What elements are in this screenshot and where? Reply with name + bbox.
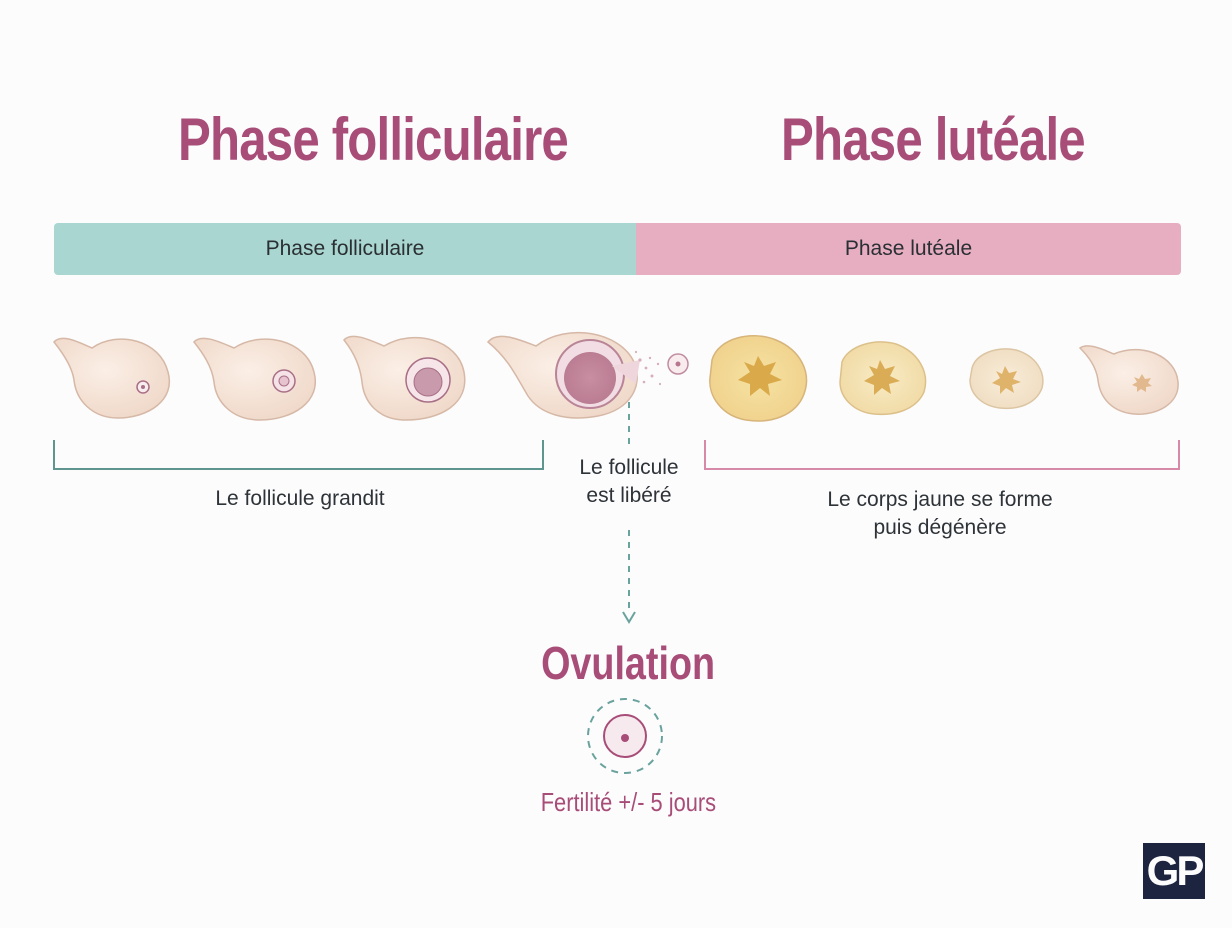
ovulation-egg-icon <box>587 698 663 774</box>
follicle-grows-text: Le follicule grandit <box>215 487 385 510</box>
luteal-bracket <box>704 440 1180 470</box>
ovulation-title: Ovulation <box>541 637 715 689</box>
ovary-stage-2-icon <box>193 337 317 421</box>
gp-logo: GP <box>1143 843 1205 899</box>
follicle-released-line-1: Le follicule <box>579 456 679 479</box>
fertility-wrap: Fertilité +/- 5 jours <box>478 789 778 815</box>
luteal-phase-bar: Phase lutéale <box>636 223 1181 275</box>
follicular-bracket <box>53 440 544 470</box>
ovulation-title-wrap: Ovulation <box>478 640 778 686</box>
corpus-luteum-line-1: Le corps jaune se forme <box>827 488 1053 511</box>
fertility-text: Fertilité +/- 5 jours <box>540 787 716 817</box>
luteal-phase-title: Phase lutéale <box>781 106 1086 173</box>
corpus-luteum-2-icon <box>839 341 927 416</box>
ovulation-arrow-icon <box>622 611 636 624</box>
gp-logo-text: GP <box>1146 847 1205 894</box>
luteal-phase-bar-label: Phase lutéale <box>844 237 973 260</box>
follicular-phase-title: Phase folliculaire <box>178 106 569 173</box>
ovary-rupture-icon <box>486 331 662 419</box>
ovary-stage-1-icon <box>53 337 171 419</box>
corpus-luteum-caption: Le corps jaune se forme puis dégénère <box>790 486 1090 542</box>
corpus-luteum-3-icon <box>969 348 1044 410</box>
corpus-luteum-line-2: puis dégénère <box>873 516 1007 539</box>
follicle-grows-caption: Le follicule grandit <box>150 485 450 513</box>
follicular-phase-bar-label: Phase folliculaire <box>265 237 425 260</box>
follicle-released-caption: Le follicule est libéré <box>542 454 716 510</box>
corpus-albicans-icon <box>1078 345 1179 415</box>
corpus-luteum-1-icon <box>709 335 808 422</box>
ovary-stage-3-icon <box>343 335 466 421</box>
follicle-released-line-2: est libéré <box>586 484 672 507</box>
egg-icon <box>667 353 689 375</box>
follicular-phase-bar: Phase folliculaire <box>54 223 636 275</box>
